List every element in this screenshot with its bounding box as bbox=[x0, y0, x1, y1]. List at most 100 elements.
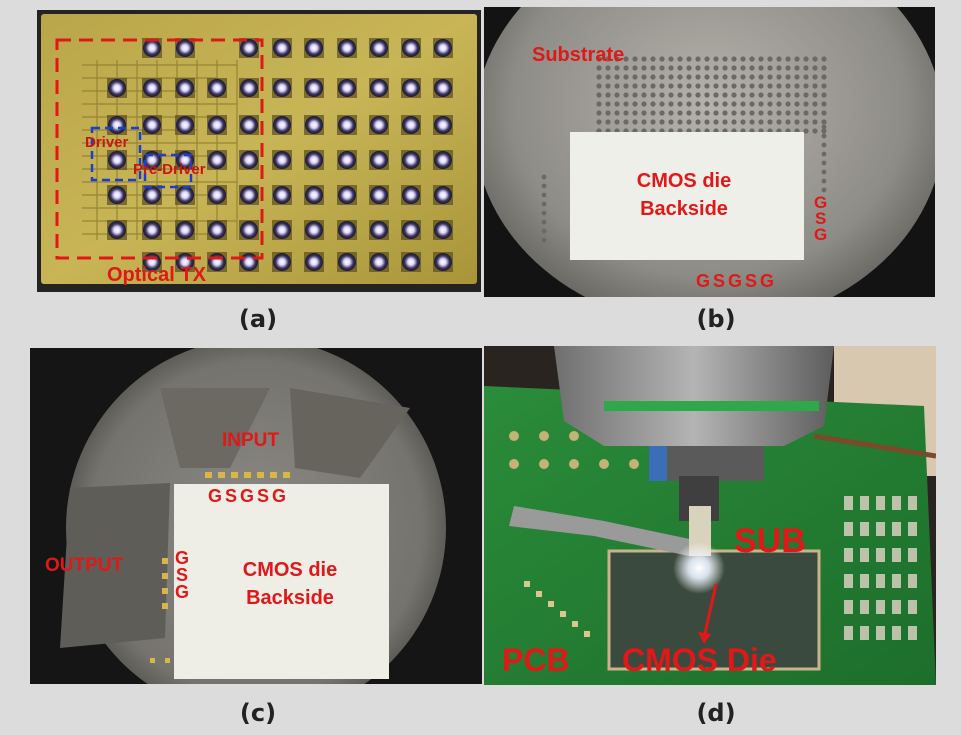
bump-pad bbox=[369, 185, 389, 205]
input-label: INPUT bbox=[222, 430, 279, 451]
die-label-line2: Backside bbox=[640, 198, 728, 220]
bump-pad bbox=[433, 150, 453, 170]
bump-pad bbox=[369, 252, 389, 272]
panel-c-probe-view: INPUT GSGSG OUTPUT G S G CMOS die Backsi… bbox=[30, 348, 482, 684]
bump-pad bbox=[369, 115, 389, 135]
bump-pad bbox=[433, 220, 453, 240]
optical-tx-label: Optical TX bbox=[107, 264, 206, 286]
bump-pad bbox=[304, 150, 324, 170]
caption-a: (a) bbox=[238, 305, 278, 333]
bump-pad bbox=[207, 185, 227, 205]
bump-pad bbox=[142, 78, 162, 98]
bump-pad bbox=[369, 220, 389, 240]
bump-pad bbox=[239, 185, 259, 205]
bump-pad bbox=[304, 185, 324, 205]
cmos-die-backside bbox=[570, 132, 804, 260]
die-label-line1: CMOS die bbox=[636, 170, 732, 192]
bump-pad bbox=[272, 38, 292, 58]
bump-pad bbox=[304, 115, 324, 135]
bump-pad bbox=[337, 220, 357, 240]
bump-pad bbox=[239, 150, 259, 170]
arrow-head-icon bbox=[698, 632, 711, 644]
bump-pad bbox=[369, 38, 389, 58]
gsgsg-horizontal-label: GSGSG bbox=[696, 271, 778, 291]
bump-pad bbox=[175, 185, 195, 205]
bump-pad bbox=[239, 252, 259, 272]
bump-pad bbox=[272, 220, 292, 240]
gsg-vertical-label: G S G bbox=[814, 193, 828, 245]
bump-pad bbox=[142, 38, 162, 58]
bump-pad bbox=[337, 185, 357, 205]
bump-pad bbox=[401, 115, 421, 135]
bump-pad bbox=[107, 78, 127, 98]
bump-pad bbox=[433, 115, 453, 135]
bump-pad bbox=[207, 252, 227, 272]
bump-pad bbox=[207, 220, 227, 240]
bump-pad bbox=[401, 185, 421, 205]
bump-pad bbox=[239, 220, 259, 240]
probe-microscope-image bbox=[30, 348, 482, 684]
bump-pad bbox=[401, 38, 421, 58]
panel-d-pcb-assembly: SUB PCB CMOS Die bbox=[484, 346, 936, 685]
output-label: OUTPUT bbox=[45, 555, 124, 576]
bump-pad bbox=[175, 220, 195, 240]
bump-pad bbox=[239, 78, 259, 98]
caption-c: (c) bbox=[239, 699, 277, 727]
bump-pad bbox=[142, 185, 162, 205]
bump-pad bbox=[337, 38, 357, 58]
bump-pad bbox=[401, 150, 421, 170]
bump-pad bbox=[272, 185, 292, 205]
bump-pad bbox=[107, 185, 127, 205]
pcb-label: PCB bbox=[502, 642, 570, 678]
panel-a-chip-micrograph: Driver Pre-Driver Optical TX bbox=[37, 10, 481, 292]
bump-pad bbox=[272, 150, 292, 170]
die-backside-label: CMOS die Backside bbox=[604, 167, 764, 223]
bump-pad bbox=[304, 220, 324, 240]
sub-label: SUB bbox=[734, 522, 806, 560]
driver-label: Driver bbox=[85, 134, 129, 151]
optical-tx-region-box bbox=[55, 38, 264, 260]
bump-pad bbox=[401, 252, 421, 272]
bump-pad bbox=[337, 252, 357, 272]
bump-pad bbox=[142, 115, 162, 135]
gsg-vertical-label: G S G bbox=[175, 548, 190, 603]
cmos-die-label: CMOS Die bbox=[622, 642, 777, 678]
bump-pad bbox=[369, 78, 389, 98]
bump-pad bbox=[107, 220, 127, 240]
pcb-assembly-photo bbox=[484, 346, 936, 685]
bump-pad bbox=[272, 78, 292, 98]
driver-region-box bbox=[90, 126, 142, 182]
bump-pad bbox=[272, 115, 292, 135]
bump-pad bbox=[401, 78, 421, 98]
bump-pad bbox=[107, 115, 127, 135]
chip-micrograph-image bbox=[37, 10, 481, 292]
bump-pad bbox=[433, 78, 453, 98]
bump-pad bbox=[433, 252, 453, 272]
substrate-label: Substrate bbox=[532, 44, 625, 66]
gsgsg-label: GSGSG bbox=[208, 486, 290, 506]
bump-pad bbox=[175, 115, 195, 135]
bump-pad bbox=[272, 252, 292, 272]
bump-pad bbox=[337, 115, 357, 135]
bump-pad bbox=[207, 150, 227, 170]
caption-b: (b) bbox=[696, 305, 736, 333]
caption-d: (d) bbox=[696, 699, 736, 727]
bump-pad bbox=[304, 78, 324, 98]
bump-pad bbox=[433, 185, 453, 205]
die-backside-label: CMOS die Backside bbox=[242, 559, 338, 609]
bump-pad bbox=[107, 150, 127, 170]
bump-pad bbox=[207, 115, 227, 135]
substrate-microscope-image bbox=[484, 7, 935, 297]
bump-pad bbox=[239, 38, 259, 58]
cmos-die-arrow bbox=[702, 583, 718, 639]
bump-pad bbox=[433, 38, 453, 58]
bump-pad bbox=[207, 78, 227, 98]
pre-driver-label: Pre-Driver bbox=[133, 161, 206, 178]
panel-b-substrate-view: Substrate CMOS die Backside G S G GSGSG bbox=[484, 7, 935, 297]
bump-pad bbox=[304, 38, 324, 58]
cmos-die-backside bbox=[174, 484, 389, 679]
bump-pad bbox=[304, 252, 324, 272]
bump-pad bbox=[401, 220, 421, 240]
bump-pad bbox=[175, 78, 195, 98]
bump-pad bbox=[239, 115, 259, 135]
